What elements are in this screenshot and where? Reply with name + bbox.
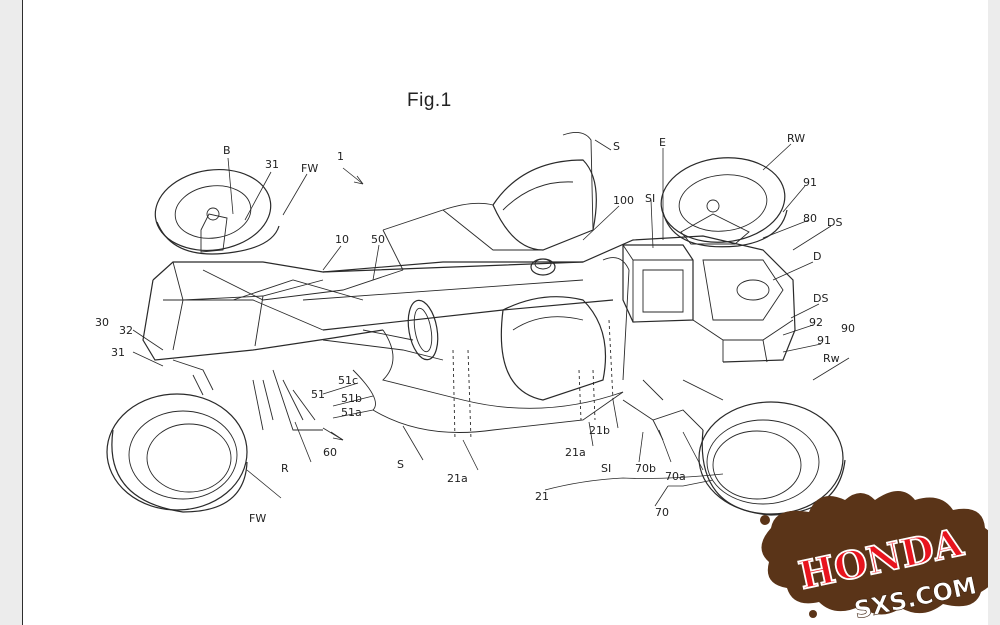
label-50: 50 (371, 233, 385, 246)
vehicle-diagram: 1 B 31 FW 10 50 S E RW 100 SI 91 80 DS D… (95, 131, 988, 625)
label-SI-top: SI (645, 192, 655, 205)
label-70b: 70b (635, 462, 656, 475)
patent-page: Fig.1 (23, 0, 988, 625)
front-right-wheel-bottom (106, 393, 248, 513)
vehicle-frame (142, 131, 796, 441)
label-91-mid: 91 (817, 334, 831, 347)
label-21: 21 (535, 490, 549, 503)
label-R: R (281, 462, 289, 475)
label-D: D (813, 250, 821, 263)
label-31-left: 31 (111, 346, 125, 359)
label-32: 32 (119, 324, 133, 337)
reference-labels: 1 B 31 FW 10 50 S E RW 100 SI 91 80 DS D… (95, 132, 855, 525)
label-70a: 70a (665, 470, 686, 483)
label-Rw: Rw (823, 352, 840, 365)
label-51a: 51a (341, 406, 362, 419)
label-30: 30 (95, 316, 109, 329)
label-E: E (659, 136, 666, 149)
leader-lines (132, 139, 850, 507)
hondasxs-watermark-logo: HONDA SXS.COM (760, 491, 988, 625)
mud-splat-shape (761, 491, 988, 615)
label-92: 92 (809, 316, 823, 329)
rear-left-wheel-bottom (698, 401, 846, 516)
label-S-top: S (613, 140, 620, 153)
label-FW-top: FW (301, 162, 318, 175)
label-100: 100 (613, 194, 634, 207)
label-90: 90 (841, 322, 855, 335)
label-51b: 51b (341, 392, 362, 405)
label-80: 80 (803, 212, 817, 225)
front-left-wheel (154, 168, 280, 255)
figure-title: Fig.1 (407, 90, 452, 111)
label-21a-right: 21a (565, 446, 586, 459)
label-10: 10 (335, 233, 349, 246)
rear-right-wheel-top (660, 157, 788, 248)
label-60: 60 (323, 446, 337, 459)
label-51: 51 (311, 388, 325, 401)
label-91-top: 91 (803, 176, 817, 189)
label-1: 1 (337, 150, 344, 163)
label-51c: 51c (338, 374, 358, 387)
viewer-right-border (987, 0, 1000, 625)
label-DS-mid: DS (813, 292, 828, 305)
label-FW-bottom: FW (249, 512, 266, 525)
viewer-left-border (0, 0, 23, 625)
label-70: 70 (655, 506, 669, 519)
label-DS-top: DS (827, 216, 842, 229)
label-RW-top: RW (787, 132, 805, 145)
label-21b: 21b (589, 424, 610, 437)
label-S-bottom: S (397, 458, 404, 471)
label-21a-left: 21a (447, 472, 468, 485)
hidden-lines (452, 319, 614, 441)
label-31-top: 31 (265, 158, 279, 171)
label-SI-bottom: SI (601, 462, 611, 475)
label-B: B (223, 144, 231, 157)
